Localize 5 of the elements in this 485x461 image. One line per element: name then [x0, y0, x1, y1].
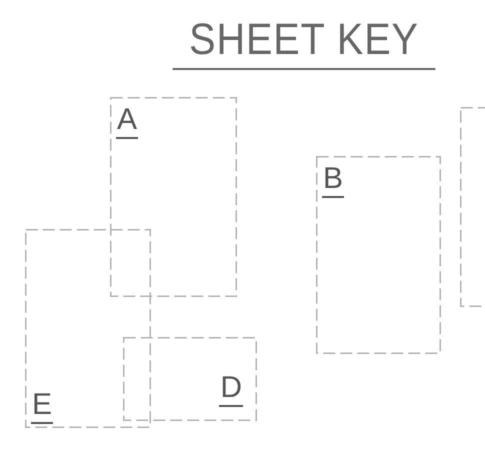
sheet-letter: B — [322, 162, 344, 198]
sheet-letter: E — [31, 388, 54, 424]
sheet-title: SHEET KEY — [172, 12, 436, 70]
sheet-letter: A — [116, 103, 138, 139]
sheet-letter: D — [219, 371, 243, 407]
